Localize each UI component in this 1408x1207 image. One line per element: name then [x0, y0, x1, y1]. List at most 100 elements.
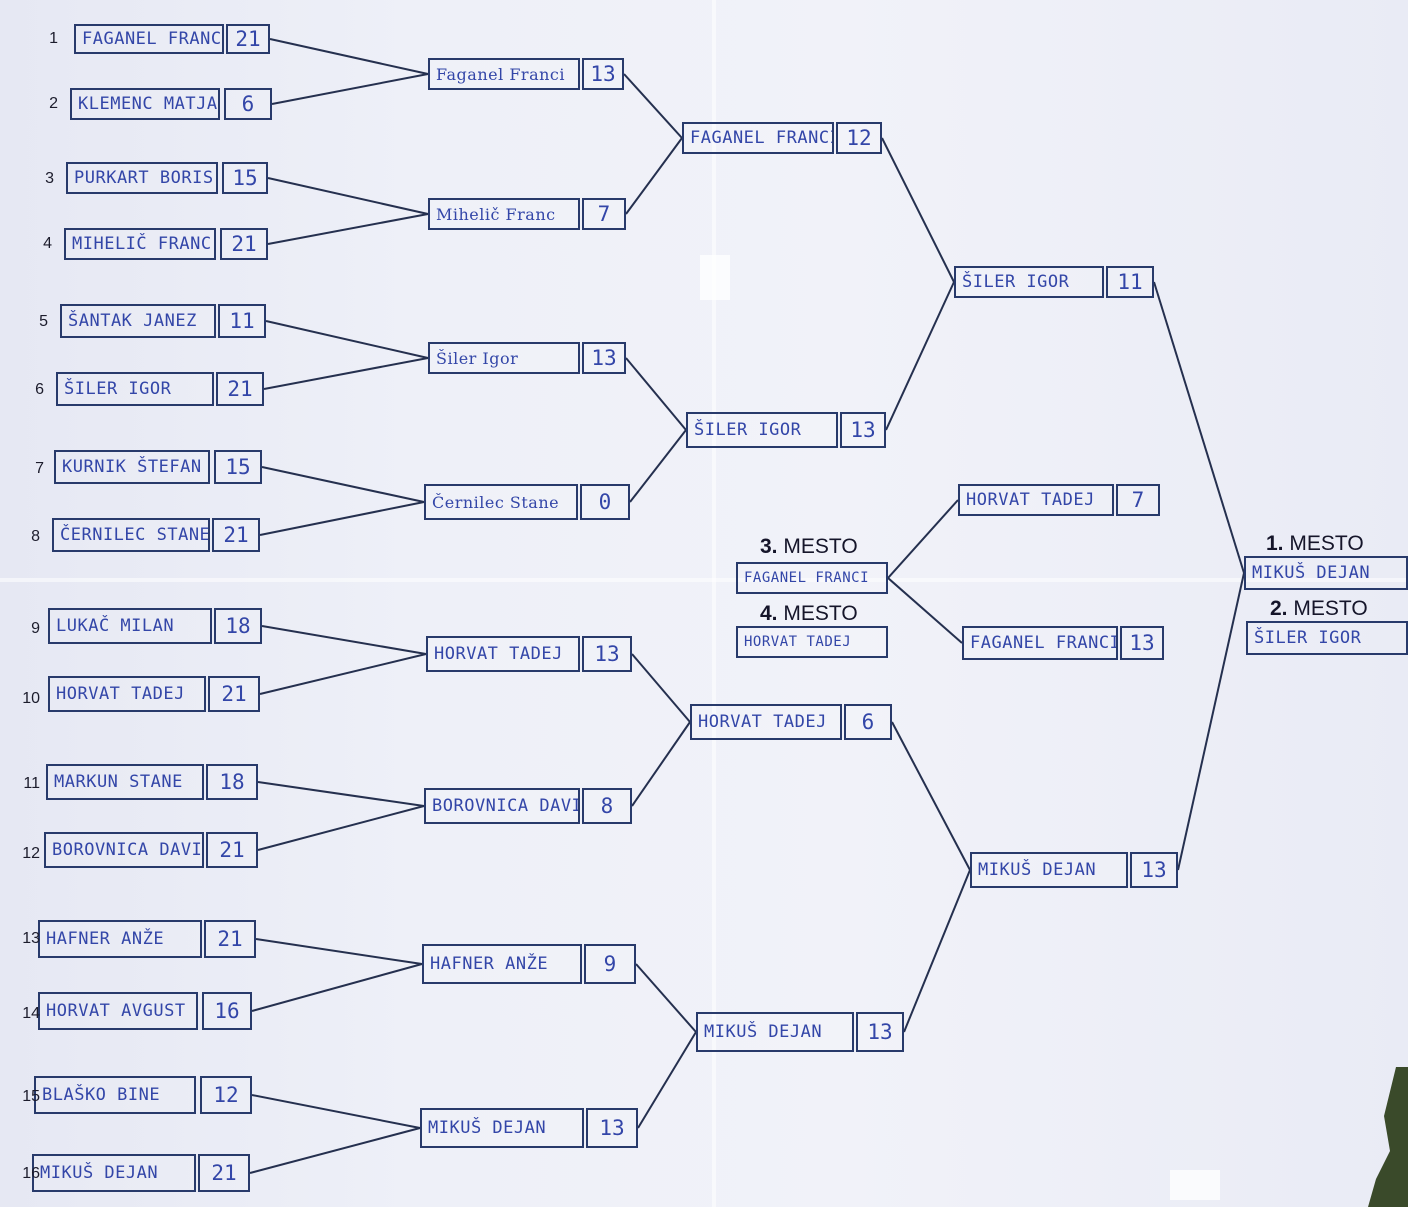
bracket-connector — [259, 501, 425, 536]
seed-number: 14 — [22, 1005, 40, 1022]
paper-fold — [0, 578, 1408, 582]
round1-player-name: MIHELIČ FRANC — [64, 228, 216, 260]
round1-player-score: 21 — [208, 676, 260, 712]
tape — [700, 255, 730, 300]
semis-player-name: MIKUŠ DEJAN — [970, 852, 1128, 888]
round2-player-name: Černilec Stane — [424, 484, 578, 520]
bracket-connector — [263, 357, 429, 390]
round3-player-score: 12 — [836, 122, 882, 154]
round2-player-name: HAFNER ANŽE — [422, 944, 582, 984]
bracket-connector — [625, 137, 683, 215]
round3-player-name: MIKUŠ DEJAN — [696, 1012, 854, 1052]
round1-player-score: 21 — [198, 1154, 250, 1192]
bracket-connector — [269, 38, 429, 75]
round2-player-score: 13 — [586, 1108, 638, 1148]
bracket-connector — [267, 177, 429, 215]
third_place_match-player-score: 7 — [1116, 484, 1160, 516]
bracket-connector — [267, 213, 429, 245]
seed-number: 4 — [43, 235, 52, 252]
tape — [1170, 1170, 1220, 1200]
round2-player-name: HORVAT TADEJ — [426, 636, 580, 672]
seed-number: 6 — [35, 381, 44, 398]
seed-number: 15 — [22, 1088, 40, 1105]
bracket-connector — [1153, 281, 1245, 574]
first-place-label: 1. MESTO — [1266, 532, 1364, 555]
bracket-connector — [249, 1127, 421, 1174]
bracket-connector — [637, 1031, 697, 1129]
seed-number: 8 — [31, 528, 40, 545]
round1-player-score: 21 — [204, 920, 256, 958]
bracket-connector — [635, 963, 697, 1033]
third-place-name: FAGANEL FRANCI — [736, 562, 888, 594]
round1-player-score: 21 — [212, 518, 260, 552]
bracket-connector — [629, 429, 687, 503]
bracket-connector — [257, 805, 425, 851]
round2-player-name: BOROVNICA DAVID — [424, 788, 580, 824]
round2-player-score: 8 — [582, 788, 632, 824]
bracket-connector — [891, 721, 971, 871]
round3-player-score: 13 — [856, 1012, 904, 1052]
bracket-connector — [625, 357, 687, 431]
round1-player-name: MARKUN STANE — [46, 764, 204, 800]
round2-player-score: 13 — [582, 58, 624, 90]
round1-player-name: HORVAT TADEJ — [48, 676, 206, 712]
round1-player-name: BLAŠKO BINE — [34, 1076, 196, 1114]
round1-player-score: 21 — [206, 832, 258, 868]
semis-player-name: ŠILER IGOR — [954, 266, 1104, 298]
round1-player-score: 21 — [220, 228, 268, 260]
round1-player-name: KURNIK ŠTEFAN — [54, 450, 210, 484]
round2-player-score: 0 — [580, 484, 630, 520]
round2-player-score: 13 — [582, 342, 626, 374]
round1-player-score: 16 — [202, 992, 252, 1030]
paper-fold — [712, 0, 716, 1207]
round2-player-score: 9 — [584, 944, 636, 984]
seed-number: 13 — [22, 930, 40, 947]
round1-player-score: 12 — [200, 1076, 252, 1114]
bracket-connector — [261, 466, 425, 503]
round1-player-score: 6 — [224, 88, 272, 120]
bracket-connector — [881, 137, 955, 283]
seed-number: 1 — [49, 30, 58, 47]
bracket-connector — [251, 963, 423, 1012]
fourth-place-name: HORVAT TADEJ — [736, 626, 888, 658]
round2-player-name: Faganel Franci — [428, 58, 580, 90]
round1-player-score: 21 — [216, 372, 264, 406]
seed-number: 5 — [39, 313, 48, 330]
round1-player-score: 18 — [214, 608, 262, 644]
seed-number: 16 — [22, 1165, 40, 1182]
third-place-label: 3. MESTO — [760, 535, 858, 558]
round1-player-score: 21 — [226, 24, 270, 54]
third_place_match-player-name: FAGANEL FRANCI — [962, 626, 1118, 660]
bracket-connector — [265, 320, 429, 359]
seed-number: 10 — [22, 690, 40, 707]
first-place-name: MIKUŠ DEJAN — [1244, 556, 1408, 590]
bracket-connector — [887, 499, 959, 579]
bracket-connector — [257, 781, 425, 807]
seed-number: 11 — [23, 775, 40, 792]
seed-number: 7 — [35, 460, 44, 477]
semis-player-score: 13 — [1130, 852, 1178, 888]
round2-player-name: Mihelič Franc — [428, 198, 580, 230]
third_place_match-player-name: HORVAT TADEJ — [958, 484, 1114, 516]
bracket-connector — [631, 721, 691, 807]
round1-player-name: HORVAT AVGUST — [38, 992, 198, 1030]
bracket-connector — [259, 653, 427, 695]
round2-player-score: 13 — [582, 636, 632, 672]
round2-player-score: 7 — [582, 198, 626, 230]
seed-number: 12 — [22, 845, 40, 862]
round3-player-name: ŠILER IGOR — [686, 412, 838, 448]
round1-player-name: ŠILER IGOR — [56, 372, 214, 406]
round1-player-score: 18 — [206, 764, 258, 800]
bracket-connector — [623, 73, 683, 139]
round3-player-name: HORVAT TADEJ — [690, 704, 842, 740]
bracket-connector — [903, 869, 971, 1033]
seed-number: 2 — [49, 95, 58, 112]
fourth-place-label: 4. MESTO — [760, 602, 858, 625]
round1-player-score: 15 — [214, 450, 262, 484]
bracket-connector — [251, 1094, 421, 1129]
round1-player-score: 11 — [218, 304, 266, 338]
bracket-connector — [261, 625, 427, 655]
round1-player-name: FAGANEL FRANCI — [74, 24, 224, 54]
